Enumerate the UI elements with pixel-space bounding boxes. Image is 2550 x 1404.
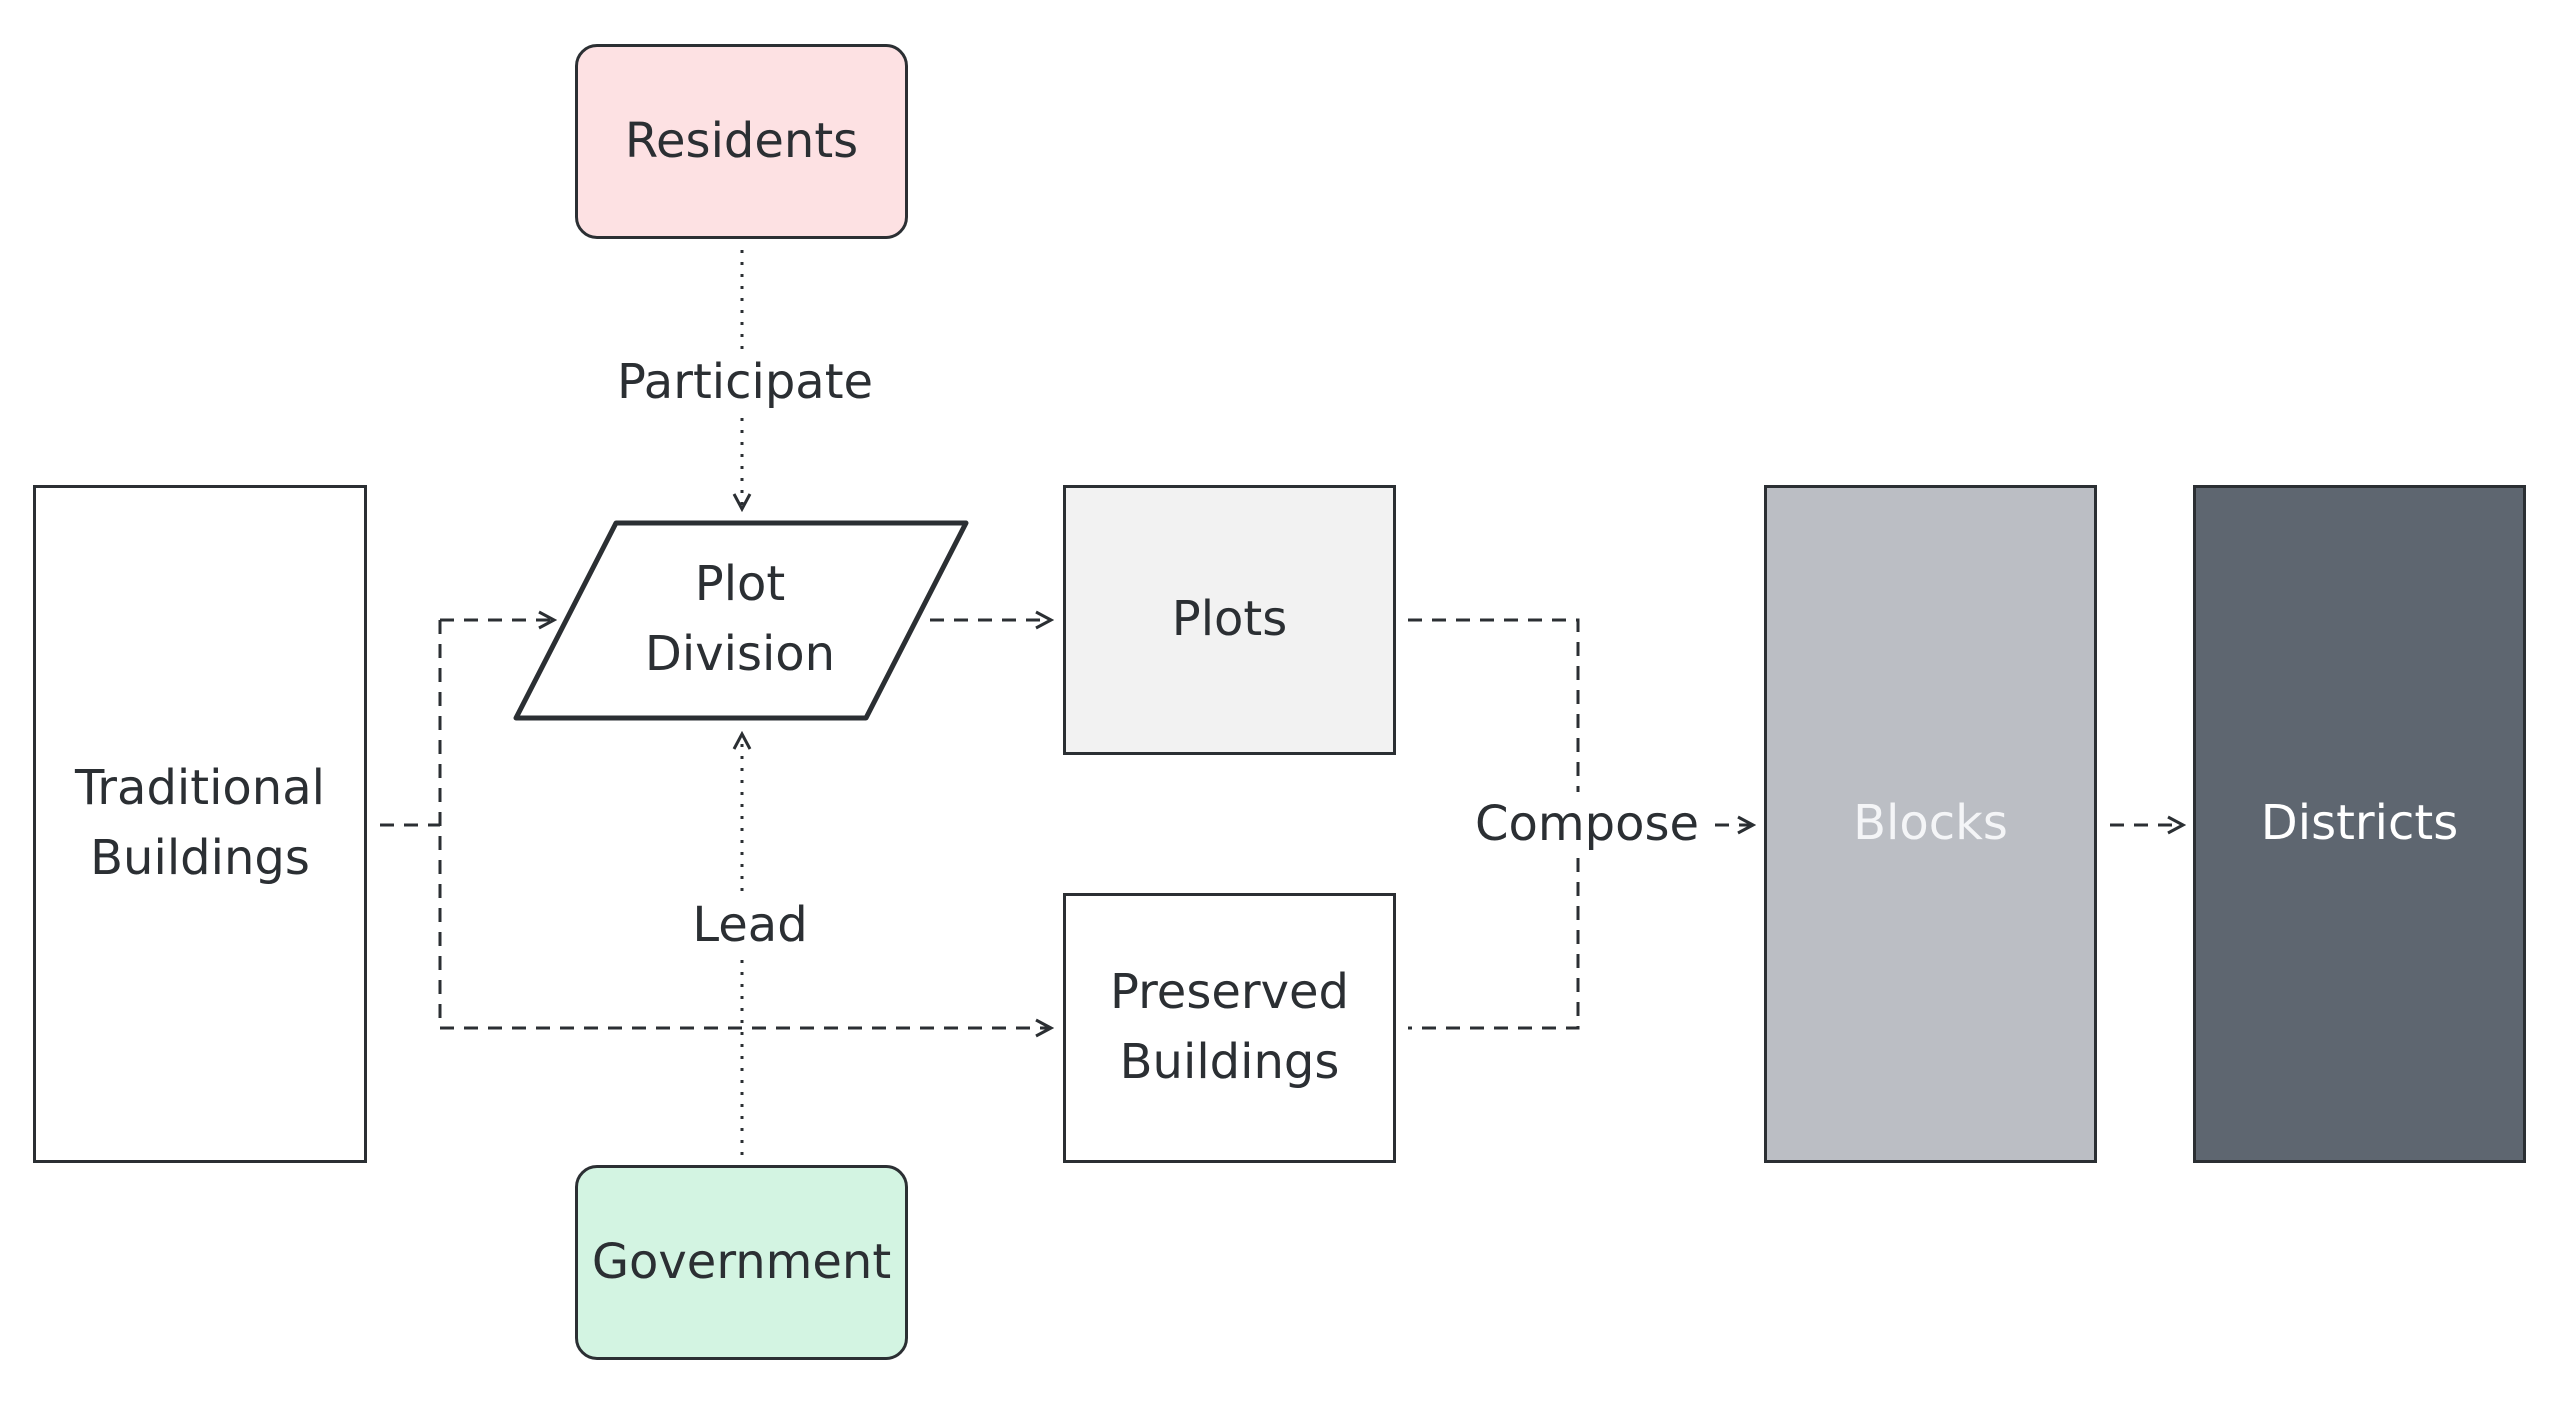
blocks-label: Blocks bbox=[1853, 795, 2008, 852]
plot-division-node: Plot Division bbox=[600, 545, 880, 695]
residents-label: Residents bbox=[624, 112, 859, 169]
traditional-buildings-label-line2: Buildings bbox=[90, 830, 310, 886]
districts-node: Districts bbox=[2193, 485, 2526, 1163]
preserved-buildings-label-line2: Buildings bbox=[1119, 1034, 1340, 1090]
government-label: Government bbox=[591, 1233, 892, 1290]
plot-division-label-line1: Plot bbox=[694, 556, 786, 613]
traditional-buildings-label-line1: Traditional bbox=[75, 760, 325, 817]
compose-label: Compose bbox=[1462, 792, 1712, 856]
plot-division-label-line2: Division bbox=[644, 626, 836, 682]
plot-division-shape bbox=[513, 520, 969, 721]
districts-label: Districts bbox=[2260, 795, 2459, 852]
traditional-buildings-node: Traditional Buildings bbox=[33, 485, 367, 1163]
preserved-buildings-label-line1: Preserved bbox=[1110, 964, 1349, 1021]
plots-node: Plots bbox=[1063, 485, 1396, 755]
residents-node: Residents bbox=[575, 44, 908, 239]
lead-label: Lead bbox=[670, 893, 830, 957]
participate-label: Participate bbox=[607, 350, 877, 414]
plots-label: Plots bbox=[1171, 591, 1288, 648]
government-node: Government bbox=[575, 1165, 908, 1360]
blocks-node: Blocks bbox=[1764, 485, 2097, 1163]
preserved-buildings-node: Preserved Buildings bbox=[1063, 893, 1396, 1163]
